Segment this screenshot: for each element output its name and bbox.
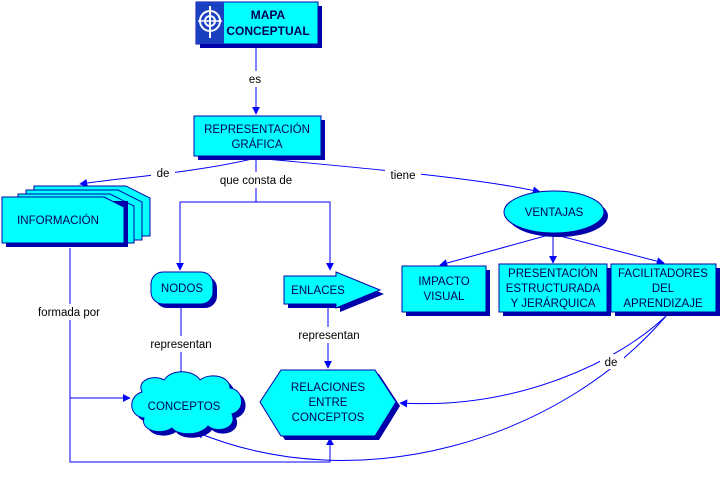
node-ventajas: VENTAJAS [503,190,608,237]
node-conceptos: CONCEPTOS [131,371,246,438]
edge-facilitadores-relaciones [399,315,667,408]
node-enlaces: ENLACES [283,271,384,312]
label-de-info: de [157,168,170,180]
presentacion-line-3: Y JERÁRQUICA [511,297,596,310]
conceptos-label: CONCEPTOS [148,401,221,413]
representacion-line-2: GRÁFICA [231,138,282,151]
edge-ventajas-impacto [439,235,546,267]
label-representan-nodos: representan [150,339,211,351]
node-impacto-visual: IMPACTO VISUAL [401,265,490,316]
ventajas-label: VENTAJAS [525,207,584,219]
facilitadores-line-3: APRENDIZAJE [623,298,703,310]
node-facilitadores: FACILITADORES DEL APRENDIZAJE [610,263,720,316]
node-informacion: INFORMACIÓN [1,185,151,247]
node-nodos: NODOS [150,271,217,308]
impacto-line-1: IMPACTO [418,276,469,288]
node-mapa-conceptual: MAPA CONCEPTUAL [195,1,322,48]
label-tiene: tiene [391,170,416,182]
target-logo-icon [198,6,222,38]
relaciones-line-2: ENTRE [309,397,348,409]
link-labels: es de que consta de tiene formada por re… [30,71,624,369]
node-presentacion-estructurada: PRESENTACIÓN ESTRUCTURADA Y JERÁRQUICA [498,263,611,316]
mapa-line-2: CONCEPTUAL [226,24,309,38]
node-relaciones: RELACIONES ENTRE CONCEPTOS [259,369,400,440]
relaciones-line-1: RELACIONES [291,382,365,394]
facilitadores-line-1: FACILITADORES [618,268,708,280]
nodos-label: NODOS [161,283,204,295]
representacion-line-1: REPRESENTACIÓN [204,123,310,136]
label-representan-enlaces: representan [298,330,359,342]
node-representacion-grafica: REPRESENTACIÓN GRÁFICA [193,115,325,160]
relaciones-line-3: CONCEPTOS [292,412,365,424]
label-de-facilitadores: de [605,357,618,369]
edge-consta-enlaces [256,201,334,271]
label-es: es [249,74,261,86]
informacion-label: INFORMACIÓN [17,214,99,227]
label-formada-por: formada por [38,307,100,319]
enlaces-label: ENLACES [291,285,345,297]
edge-ventajas-facilitadores [559,235,665,266]
edge-facilitadores-conceptos [195,315,667,461]
facilitadores-line-2: DEL [652,283,675,295]
edge-informacion-relaciones [69,398,334,463]
impacto-line-2: VISUAL [424,291,466,303]
presentacion-line-1: PRESENTACIÓN [508,267,598,280]
edge-informacion-conceptos [69,248,131,402]
presentacion-line-2: ESTRUCTURADA [506,283,601,295]
label-que-consta-de: que consta de [220,175,292,187]
mapa-line-1: MAPA [251,8,286,22]
